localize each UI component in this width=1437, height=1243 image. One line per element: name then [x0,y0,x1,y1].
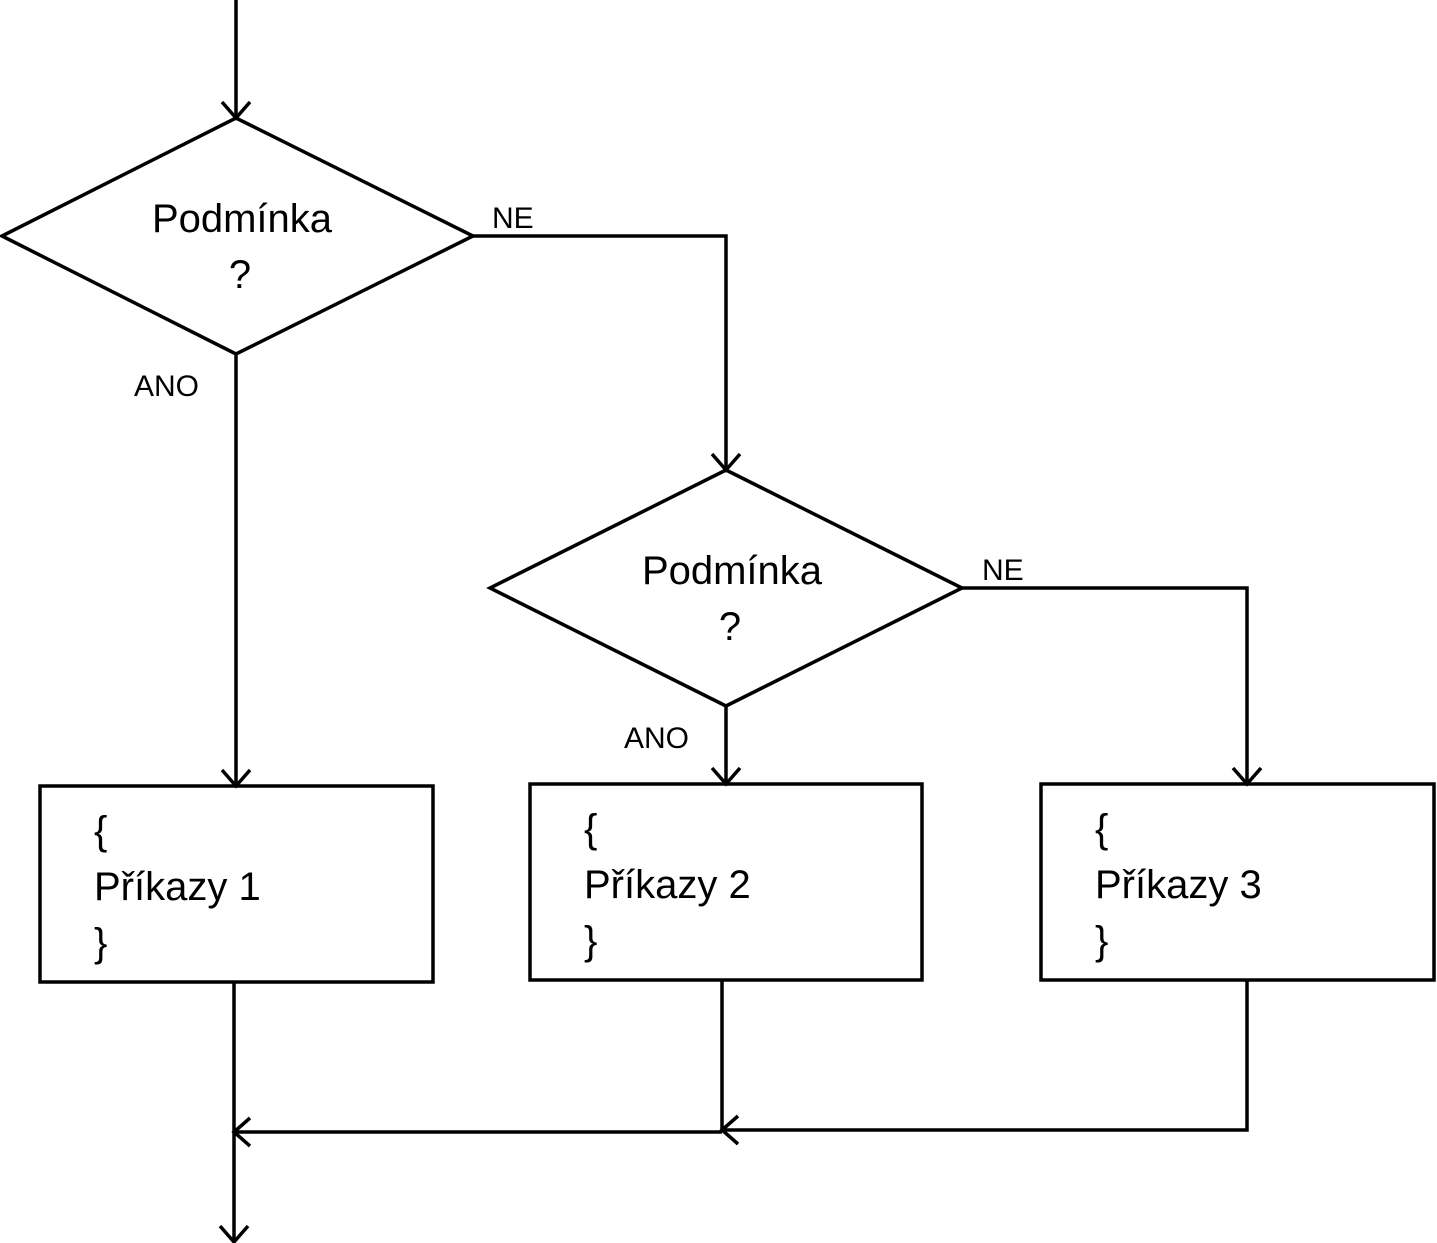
decision-2-condition: Podmínka [642,549,823,593]
block-3-close-brace: } [1095,919,1108,963]
block-3-open-brace: { [1095,807,1108,851]
decision-2-yes-label: ANO [624,722,689,755]
block-2-box [528,782,924,982]
exit-arrowhead [218,1224,250,1243]
decision-1-no-label: NE [492,202,534,235]
merge-arrowhead-main [231,1116,252,1148]
block-2-open-brace: { [584,807,597,851]
decision-1-condition: Podmínka [152,197,333,241]
block-2-label: Příkazy 2 [584,863,751,907]
decision-1-no-connector [473,234,728,470]
block-1-close-brace: } [94,921,107,965]
block-3-box [1039,782,1436,982]
block-1-label: Příkazy 1 [94,865,261,909]
decision-2-question-mark: ? [719,605,741,649]
decision-1-yes-label: ANO [134,370,199,403]
merge-arrowhead-right [719,1114,740,1146]
decision-2-no-connector [962,586,1249,784]
block-3-label: Příkazy 3 [1095,863,1262,907]
block-1-box [38,784,435,984]
block-3-exit-connector [722,980,1249,1132]
block-2-close-brace: } [584,919,597,963]
block-1-open-brace: { [94,809,107,853]
decision-2-no-label: NE [982,554,1024,587]
decision-1-question-mark: ? [229,253,251,297]
